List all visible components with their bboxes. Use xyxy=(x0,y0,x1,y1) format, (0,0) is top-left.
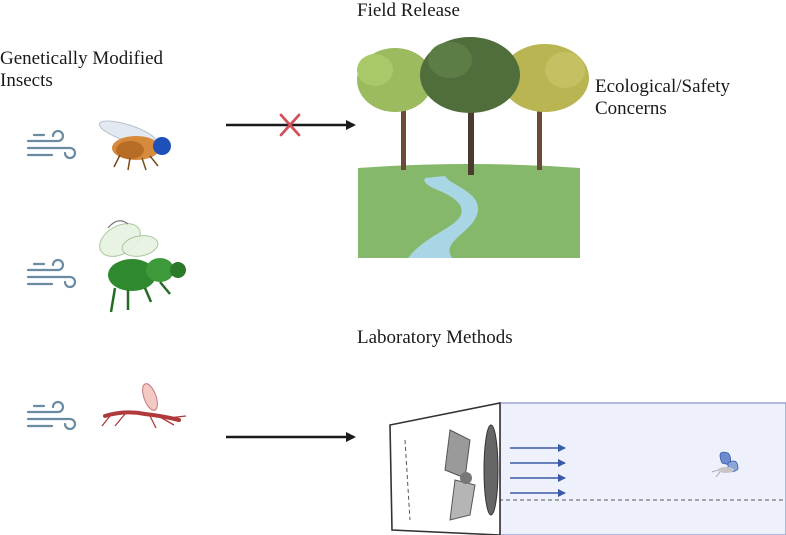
tree-icon xyxy=(501,44,589,170)
fan-icon xyxy=(444,429,476,521)
bee-icon xyxy=(99,220,186,313)
river-icon xyxy=(408,176,479,258)
wind-icon xyxy=(26,258,77,289)
fruit-fly-icon xyxy=(98,120,171,171)
tree-icon xyxy=(420,37,520,175)
gm-label-line2: Insects xyxy=(0,70,53,91)
blocked-x-icon xyxy=(279,113,301,137)
field-release-title: Field Release xyxy=(357,0,460,21)
ecological-safety-concerns-label: Ecological/Safety Concerns xyxy=(595,76,775,120)
eco-label-line1: Ecological/Safety xyxy=(595,76,731,97)
wind-icon xyxy=(26,400,77,431)
wind-icon xyxy=(26,129,77,160)
tree-icon xyxy=(357,48,433,170)
butterfly-icon xyxy=(711,451,739,478)
wind-tunnel xyxy=(389,402,786,535)
laboratory-methods-title: Laboratory Methods xyxy=(357,327,513,348)
eco-label-line2: Concerns xyxy=(595,98,667,119)
field-landscape xyxy=(357,37,589,258)
mosquito-icon xyxy=(101,383,187,429)
gm-label-line1: Genetically Modified xyxy=(0,48,164,69)
genetically-modified-insects-label: Genetically Modified Insects xyxy=(0,48,200,92)
